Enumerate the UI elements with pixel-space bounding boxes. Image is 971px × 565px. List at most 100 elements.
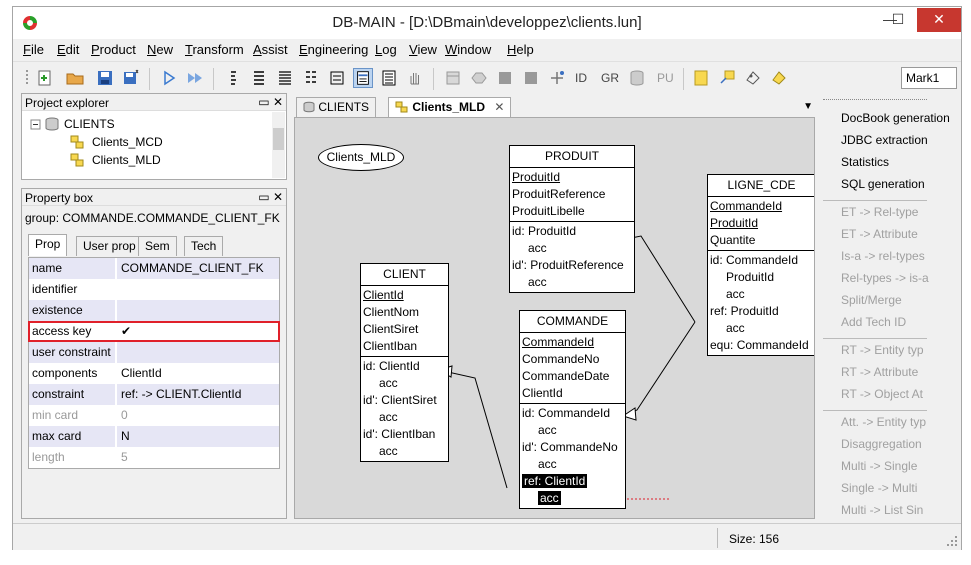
entity-client[interactable]: CLIENT ClientId ClientNom ClientSiret Cl…: [360, 263, 449, 462]
open-folder-icon[interactable]: [65, 68, 85, 88]
tab-user-prop[interactable]: User prop: [76, 236, 143, 256]
property-value[interactable]: COMMANDE_CLIENT_FK: [117, 258, 279, 279]
property-value[interactable]: [117, 279, 279, 300]
tab-sem[interactable]: Sem: [138, 236, 177, 256]
minimize-button[interactable]: —: [883, 11, 897, 27]
entity-commande[interactable]: COMMANDE CommandeId CommandeNo CommandeD…: [519, 310, 626, 509]
entity-ligne-cde[interactable]: LIGNE_CDE CommandeId ProduitId Quantite …: [707, 174, 814, 356]
property-value[interactable]: ClientId: [117, 363, 279, 384]
assist-item-disaggregation[interactable]: Disaggregation: [841, 437, 922, 451]
mark-icon[interactable]: [743, 68, 763, 88]
close-tab-icon[interactable]: ✕: [494, 100, 505, 114]
text-align-4-icon[interactable]: [301, 68, 321, 88]
diagram-canvas[interactable]: Clients_MLD PRODUIT ProduitId ProduitRef…: [294, 117, 815, 519]
assist-item-et-rel-type[interactable]: ET -> Rel-type: [841, 205, 919, 219]
note-icon[interactable]: [691, 68, 711, 88]
id-button[interactable]: ID: [575, 71, 587, 85]
new-project-icon[interactable]: [35, 68, 55, 88]
menu-transform[interactable]: Transform: [185, 42, 244, 57]
assist-item-add-tech-id[interactable]: Add Tech ID: [841, 315, 907, 329]
gr-button[interactable]: GR: [601, 71, 619, 85]
play-icon[interactable]: [159, 68, 179, 88]
assist-item-multi-single[interactable]: Multi -> Single: [841, 459, 918, 473]
attribute-icon[interactable]: [495, 68, 515, 88]
assist-item-rt-object-at[interactable]: RT -> Object At: [841, 387, 923, 401]
panel-controls[interactable]: ▭ ✕: [258, 190, 283, 204]
role-icon[interactable]: [521, 68, 541, 88]
property-value[interactable]: [117, 342, 279, 363]
text-align-3-icon[interactable]: [275, 68, 295, 88]
text-align-2-icon[interactable]: [249, 68, 269, 88]
tree-item-clients-mcd[interactable]: Clients_MCD: [92, 135, 163, 149]
assist-item-multi-list-sin[interactable]: Multi -> List Sin: [841, 503, 924, 517]
menu-window[interactable]: Window: [445, 42, 491, 57]
assist-item-jdbc-extraction[interactable]: JDBC extraction: [841, 133, 928, 147]
entity-type-icon[interactable]: [443, 68, 463, 88]
property-value[interactable]: N: [117, 426, 279, 447]
collapse-icon[interactable]: [30, 119, 42, 131]
resize-grip-icon[interactable]: [946, 535, 958, 547]
assist-item-single-multi[interactable]: Single -> Multi: [841, 481, 918, 495]
link-note-icon[interactable]: [717, 68, 737, 88]
entity-produit[interactable]: PRODUIT ProduitId ProduitReference Produ…: [509, 145, 635, 293]
pu-button[interactable]: PU: [657, 71, 674, 85]
compact-view-icon[interactable]: [327, 68, 347, 88]
tag-icon[interactable]: [769, 68, 789, 88]
menu-file[interactable]: File: [23, 42, 44, 57]
menu-log[interactable]: Log: [375, 42, 397, 57]
assist-item-att-entity-typ[interactable]: Att. -> Entity typ: [841, 415, 927, 429]
tree-item-clients-mld[interactable]: Clients_MLD: [92, 153, 161, 167]
property-value[interactable]: 5: [117, 447, 279, 468]
save-icon[interactable]: [95, 68, 115, 88]
hand-tool-icon[interactable]: [405, 68, 425, 88]
extended-view-icon[interactable]: [379, 68, 399, 88]
rel-type-icon[interactable]: [469, 68, 489, 88]
assist-item-et-attribute[interactable]: ET -> Attribute: [841, 227, 918, 241]
property-row-existence[interactable]: existence: [29, 300, 279, 321]
assist-item-sql-generation[interactable]: SQL generation: [841, 177, 925, 191]
collection-icon[interactable]: [627, 68, 647, 88]
access-key-checkbox[interactable]: ✔: [117, 321, 279, 342]
text-align-1-icon[interactable]: [223, 68, 243, 88]
maximize-button[interactable]: ☐: [891, 11, 905, 27]
assist-item-rt-entity-typ[interactable]: RT -> Entity typ: [841, 343, 924, 357]
property-value[interactable]: [117, 300, 279, 321]
save-all-icon[interactable]: [121, 68, 141, 88]
property-row-user-constraint[interactable]: user constraint: [29, 342, 279, 363]
menu-edit[interactable]: Edit: [57, 42, 79, 57]
mark-select[interactable]: Mark1: [901, 67, 957, 89]
menu-view[interactable]: View: [409, 42, 437, 57]
tree-item-clients[interactable]: CLIENTS: [64, 117, 115, 131]
tab-prop[interactable]: Prop: [28, 234, 68, 256]
property-row-access-key[interactable]: access key✔: [29, 321, 279, 342]
menu-assist[interactable]: Assist: [253, 42, 288, 57]
assist-item-is-a-rel-types[interactable]: Is-a -> rel-types: [841, 249, 925, 263]
tab-tech[interactable]: Tech: [184, 236, 224, 256]
panel-controls[interactable]: ▭ ✕: [258, 95, 283, 109]
property-value[interactable]: ref: -> CLIENT.ClientId: [117, 384, 279, 405]
selected-group-ref[interactable]: ref: ClientId: [522, 473, 623, 490]
menu-product[interactable]: Product: [91, 42, 136, 57]
fast-forward-icon[interactable]: [185, 68, 205, 88]
tab-list-dropdown-icon[interactable]: ▼: [803, 101, 813, 112]
assist-item-rel-types-is-a[interactable]: Rel-types -> is-a: [841, 271, 929, 285]
tab-clients[interactable]: CLIENTS: [296, 97, 377, 117]
property-row-identifier[interactable]: identifier: [29, 279, 279, 300]
tab-clients-mld[interactable]: Clients_MLD ✕: [388, 97, 512, 117]
close-button[interactable]: ✕: [917, 8, 961, 32]
scrollbar[interactable]: [272, 112, 285, 178]
assist-item-rt-attribute[interactable]: RT -> Attribute: [841, 365, 919, 379]
assist-item-docbook-generation[interactable]: DocBook generation: [841, 111, 950, 125]
assist-item-split-merge[interactable]: Split/Merge: [841, 293, 902, 307]
property-value[interactable]: 0: [117, 405, 279, 426]
selected-group-acc[interactable]: acc: [522, 490, 623, 507]
menu-engineering[interactable]: Engineering: [299, 42, 368, 57]
assist-item-statistics[interactable]: Statistics: [841, 155, 890, 169]
standard-view-icon[interactable]: [353, 68, 373, 88]
group-icon[interactable]: [547, 68, 567, 88]
